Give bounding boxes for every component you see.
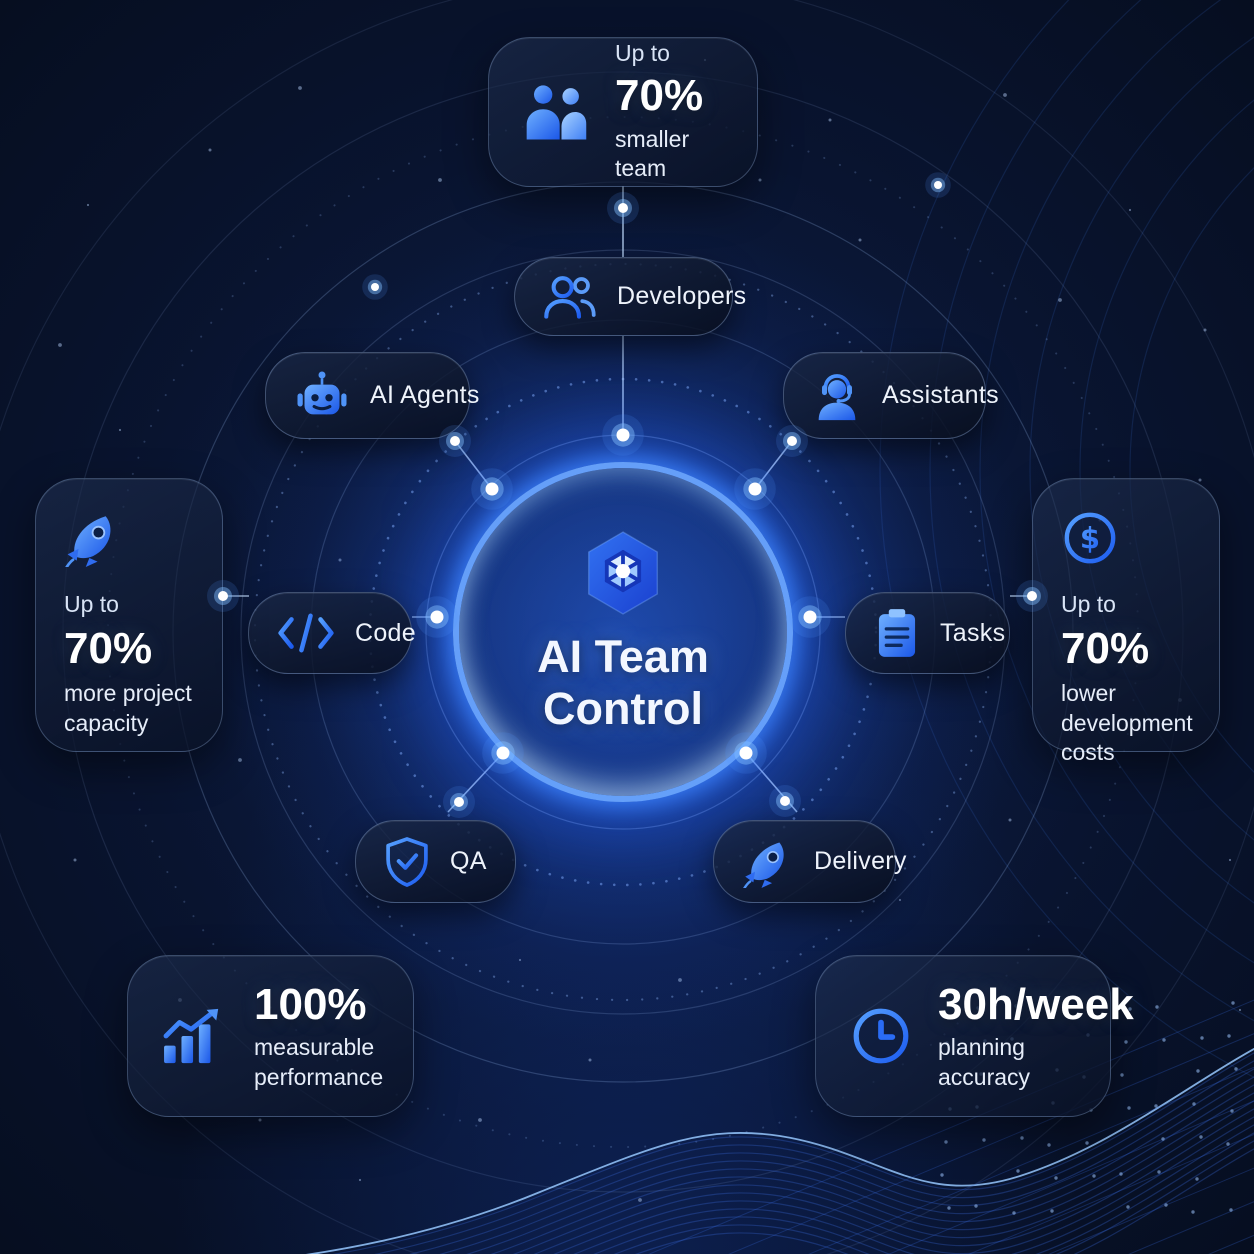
- stat-card-measurable-performance: 100% measurable performance: [127, 955, 414, 1117]
- stat-label: planning accuracy: [938, 1034, 1031, 1090]
- two-people-outline-icon: [544, 275, 596, 319]
- stat-card-smaller-team: Up to 70% smaller team: [488, 37, 758, 187]
- clipboard-tasks-icon: [878, 609, 916, 657]
- center-title: AI Team Control: [537, 631, 709, 735]
- stat-label: smaller team: [615, 125, 690, 182]
- center-node-ai-team-control: AI Team Control: [453, 462, 793, 802]
- node-tasks: Tasks: [845, 592, 1010, 674]
- node-label: QA: [450, 847, 487, 875]
- rocket-icon: [743, 842, 784, 888]
- stat-value: 100%: [254, 979, 367, 1029]
- node-assistants: Assistants: [783, 352, 999, 439]
- clock-icon: [853, 1008, 909, 1064]
- dollar-circle-icon: $: [1064, 512, 1116, 564]
- stat-value: 70%: [1061, 624, 1150, 673]
- stat-label: measurable performance: [254, 1034, 384, 1090]
- node-label: Code: [355, 618, 416, 647]
- two-people-icon: [526, 85, 587, 140]
- stat-value: 70%: [64, 624, 153, 673]
- stat-value: 70%: [615, 71, 704, 121]
- stat-card-lower-costs: $ Up to 70% lower development costs: [1032, 478, 1220, 765]
- center-title-line1: AI Team: [537, 630, 709, 682]
- node-label: AI Agents: [370, 381, 480, 409]
- stat-value: 30h/week: [938, 979, 1134, 1029]
- node-code: Code: [248, 592, 416, 674]
- hexagon-cube-logo-icon: [588, 531, 658, 615]
- node-label: Tasks: [940, 618, 1006, 647]
- stat-prefix: Up to: [1061, 591, 1116, 617]
- node-label: Assistants: [882, 381, 999, 409]
- stat-card-planning-accuracy: 30h/week planning accuracy: [815, 955, 1134, 1117]
- node-label: Developers: [617, 282, 747, 310]
- svg-text:$: $: [1080, 522, 1100, 556]
- node-developers: Developers: [514, 257, 746, 336]
- shield-check-icon: [386, 836, 428, 887]
- stat-label: lower development costs: [1061, 680, 1193, 766]
- rocket-icon: [65, 516, 111, 567]
- bar-chart-icon: [163, 1008, 219, 1064]
- stat-prefix: Up to: [64, 591, 119, 617]
- stat-card-more-capacity: Up to 70% more project capacity: [35, 478, 223, 752]
- stat-prefix: Up to: [615, 40, 670, 67]
- node-delivery: Delivery: [713, 820, 906, 903]
- robot-icon: [297, 371, 347, 414]
- center-title-line2: Control: [543, 683, 703, 734]
- node-ai-agents: AI Agents: [265, 352, 479, 439]
- node-qa: QA: [355, 820, 516, 903]
- code-brackets-icon: [278, 613, 334, 653]
- node-label: Delivery: [814, 847, 907, 875]
- stat-label: more project capacity: [64, 680, 192, 736]
- headset-person-icon: [818, 373, 856, 420]
